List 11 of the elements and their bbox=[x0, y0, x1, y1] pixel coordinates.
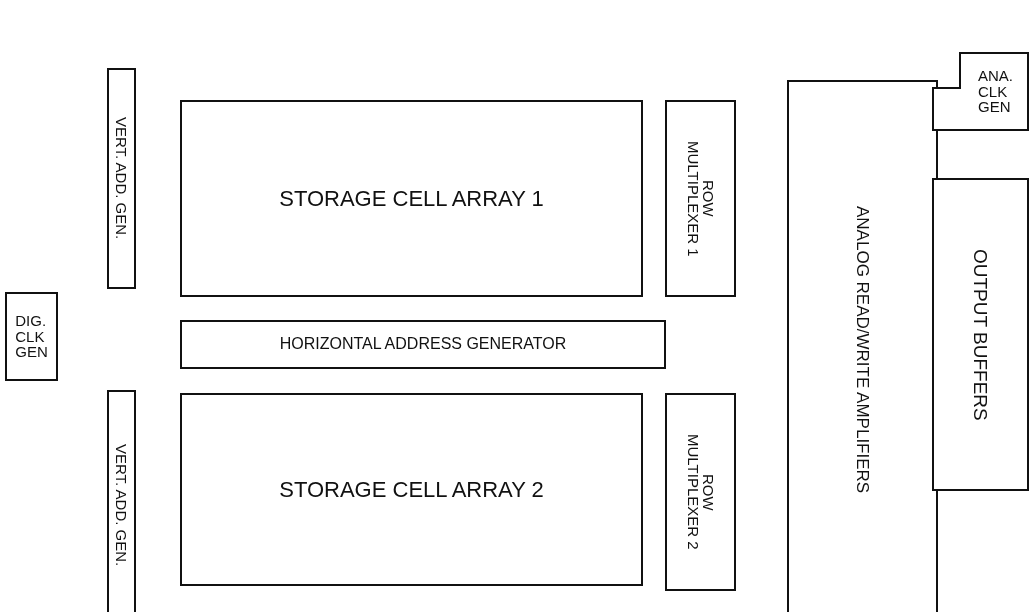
circuit-block: ANA. CLK GEN bbox=[932, 52, 1029, 131]
circuit-block: STORAGE CELL ARRAY 1 bbox=[180, 100, 643, 297]
circuit-block: VERT. ADD. GEN. bbox=[107, 390, 136, 612]
circuit-block: ROW MULTIPLEXER 1 bbox=[665, 100, 736, 297]
circuit-block: OUTPUT BUFFERS bbox=[932, 178, 1029, 491]
circuit-block: VERT. ADD. GEN. bbox=[107, 68, 136, 289]
circuit-block: ROW MULTIPLEXER 2 bbox=[665, 393, 736, 591]
circuit-block: STORAGE CELL ARRAY 2 bbox=[180, 393, 643, 586]
circuit-block: HORIZONTAL ADDRESS GENERATOR bbox=[180, 320, 666, 369]
circuit-block: DIG. CLK GEN bbox=[5, 292, 58, 381]
circuit-block: ANALOG READ/WRITE AMPLIFIERS bbox=[787, 80, 938, 612]
